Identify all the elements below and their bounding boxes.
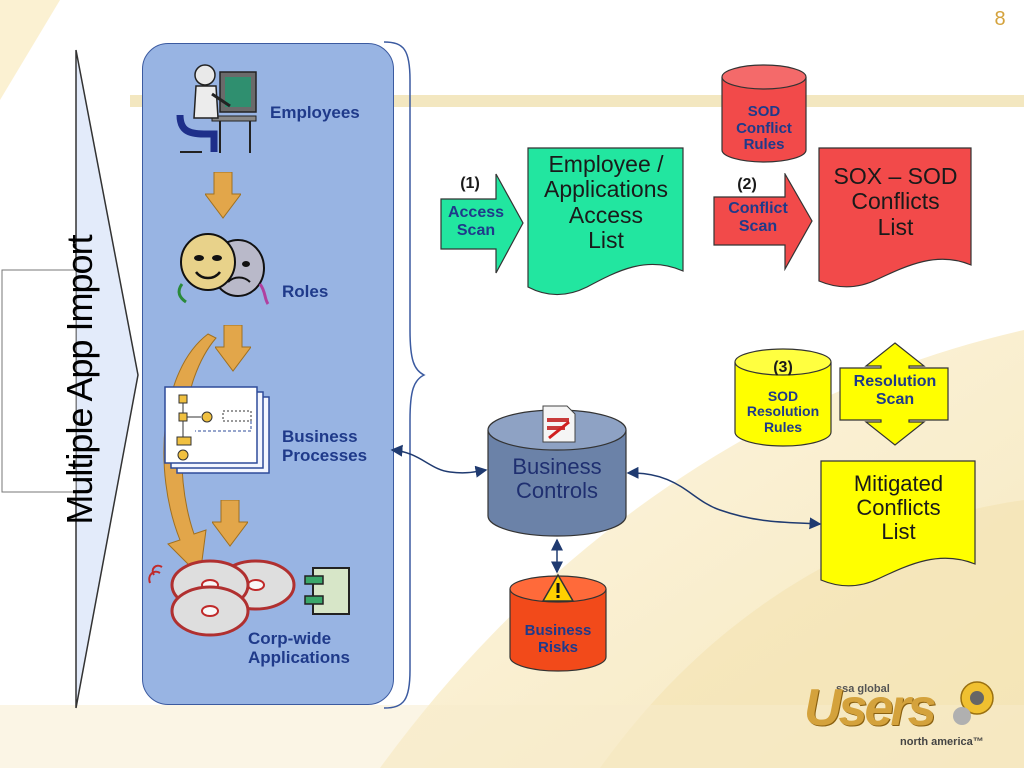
logo-bottom-text: north america™: [900, 736, 984, 748]
step2-number: (2): [737, 176, 757, 193]
access-list-document: [527, 147, 684, 296]
component-icon: [304, 567, 350, 615]
sod-resolution-rules-cylinder: [734, 348, 832, 447]
roles-label: Roles: [282, 282, 329, 301]
resolution-scan-arrow: [839, 342, 949, 446]
down-arrow-icon: [212, 500, 248, 547]
users-logo: [953, 681, 994, 725]
access-scan-arrow: [440, 173, 524, 274]
down-arrow-icon: [215, 325, 251, 372]
flowchart-icon: [164, 386, 270, 474]
business-risks-cylinder: [509, 575, 607, 672]
logo-brand-text: Users: [804, 679, 937, 737]
cd-discs-icon: [148, 559, 296, 637]
down-arrow-icon: [205, 172, 241, 219]
import-arrow-shape: [1, 49, 139, 709]
mitigated-conflicts-document: [820, 460, 976, 587]
group-brace: [383, 41, 426, 709]
logo-top-text: ssa global: [836, 683, 890, 695]
warning-icon: [541, 573, 575, 602]
conflict-scan-arrow: [713, 173, 813, 271]
sod-conflict-rules-cylinder: [721, 64, 807, 163]
employee-computer-icon: [176, 64, 257, 153]
step3-number: (3): [773, 359, 793, 376]
form-checklist-icon: [542, 405, 576, 443]
theater-masks-icon: [177, 233, 270, 305]
slide-number: 8: [994, 8, 1006, 30]
sox-sod-conflicts-document: [818, 147, 972, 288]
employees-label: Employees: [270, 103, 360, 122]
step1-number: (1): [460, 175, 480, 192]
